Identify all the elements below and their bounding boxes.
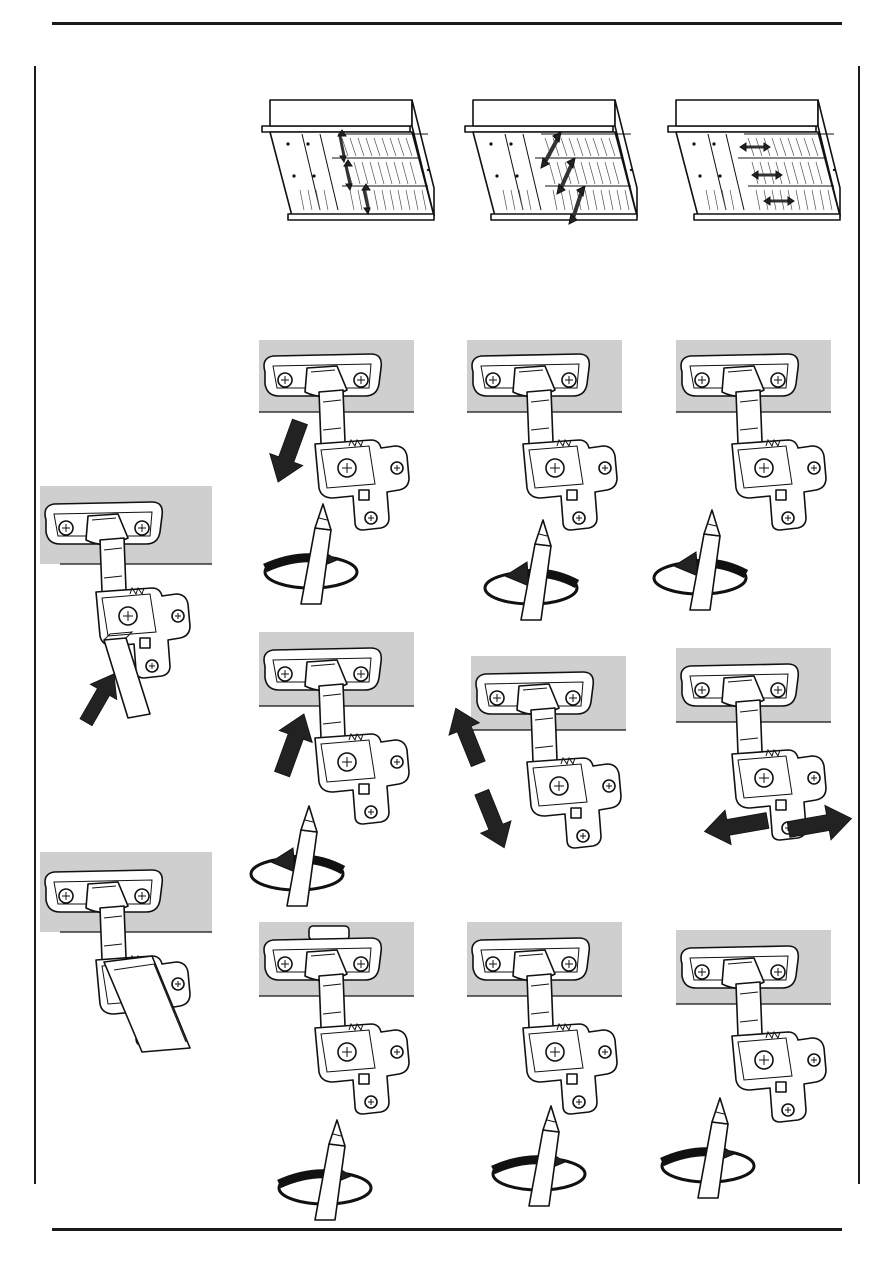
screwdriver-rotate-icon — [662, 1098, 754, 1198]
hinge-clip-cover-fitted — [40, 852, 240, 1062]
screwdriver-rotate-icon — [265, 504, 357, 604]
hinge-clip-cover — [40, 486, 240, 726]
adjust-side-screw-a — [259, 922, 419, 1222]
arrow-down-icon — [466, 786, 519, 854]
right-margin-line — [858, 66, 860, 1184]
adjust-depth-in — [676, 340, 836, 610]
left-margin-line — [34, 66, 36, 1184]
top-rule — [52, 22, 842, 25]
bottom-rule — [52, 1228, 842, 1231]
arrow-up-icon — [266, 708, 321, 780]
screwdriver-rotate-icon — [654, 510, 746, 610]
adjust-side-left-right — [676, 648, 861, 848]
wardrobe-adjust-height — [262, 100, 442, 225]
adjust-side-screw-b — [467, 922, 627, 1212]
screwdriver-rotate-icon — [493, 1106, 585, 1206]
wardrobe-adjust-depth — [465, 100, 645, 225]
wardrobe-adjust-side — [668, 100, 858, 225]
adjust-depth-out — [259, 340, 419, 600]
adjust-height-up-down — [445, 656, 630, 856]
adjust-depth-center — [467, 340, 627, 620]
screwdriver-rotate-icon — [251, 806, 343, 906]
adjust-depth-forward — [259, 632, 419, 902]
adjust-side-screw-c — [676, 930, 836, 1210]
screwdriver-rotate-icon — [485, 520, 577, 620]
arrow-left-icon — [701, 803, 770, 849]
screwdriver-rotate-icon — [279, 1120, 371, 1220]
arrow-down-left-icon — [262, 416, 317, 488]
